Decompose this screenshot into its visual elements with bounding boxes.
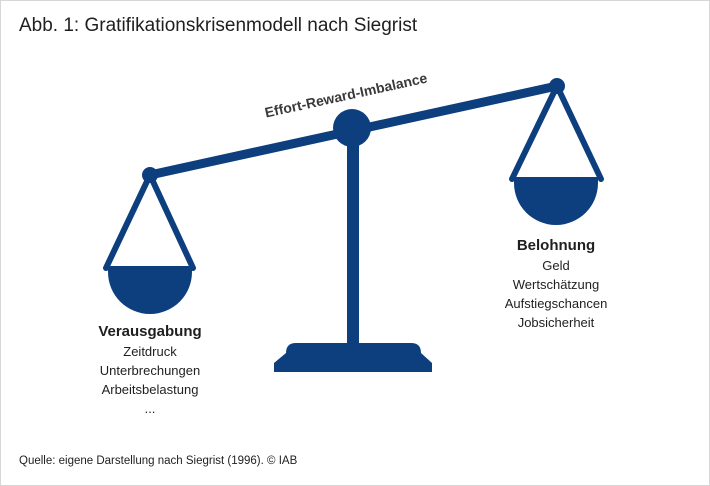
- right-pan-assembly: [509, 78, 604, 225]
- right-pan: [514, 177, 598, 225]
- left-pan: [108, 266, 192, 314]
- reward-item: Geld: [542, 258, 570, 273]
- effort-column: Verausgabung Zeitdruck Unterbrechungen A…: [60, 322, 240, 418]
- effort-item: Unterbrechungen: [99, 363, 201, 378]
- figure-title: Abb. 1: Gratifikationskrisenmodell nach …: [19, 15, 418, 36]
- reward-heading: Belohnung: [516, 237, 596, 254]
- reward-column: Belohnung Geld Wertschätzung Aufstiegsch…: [466, 236, 646, 332]
- left-pan-assembly: [103, 167, 196, 314]
- effort-item: Arbeitsbelastung: [101, 382, 199, 397]
- scale-pillar: [347, 128, 359, 346]
- scale-base: [274, 343, 432, 372]
- source-caption: Quelle: eigene Darstellung nach Siegrist…: [19, 455, 298, 467]
- effort-item: ...: [144, 401, 156, 416]
- reward-item: Aufstiegschancen: [504, 296, 608, 311]
- reward-item: Jobsicherheit: [517, 315, 595, 330]
- effort-heading: Verausgabung: [98, 323, 202, 340]
- effort-item: Zeitdruck: [123, 344, 177, 359]
- scale-pivot: [333, 109, 371, 147]
- reward-item: Wertschätzung: [512, 277, 600, 292]
